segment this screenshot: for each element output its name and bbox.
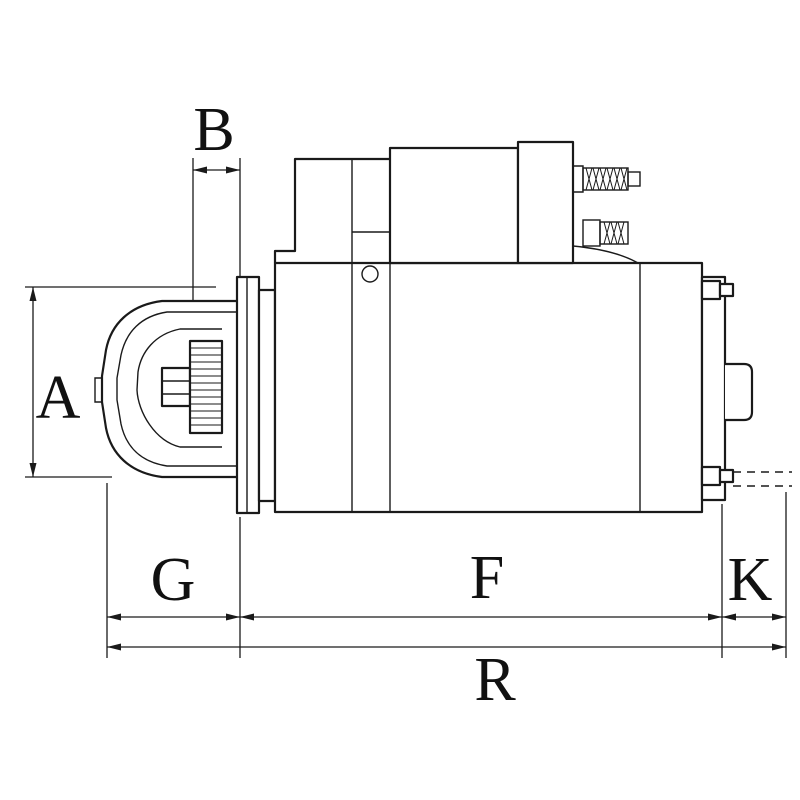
- dimension-label-b: B: [193, 96, 234, 164]
- mounting-flange-step: [257, 288, 277, 503]
- pinion-gear-teeth: [190, 347, 222, 426]
- through-bolt-lower-head: [718, 468, 735, 484]
- dimension-label-k: K: [728, 546, 773, 614]
- bracket-left-tab: [94, 377, 102, 403]
- motor-body: [273, 261, 704, 514]
- housing-joint-lines: [351, 159, 641, 512]
- dimension-label-f: F: [470, 544, 504, 612]
- solenoid-body: [388, 146, 520, 265]
- terminal-stud-upper-collar: [573, 165, 584, 193]
- upper-housing: [273, 157, 390, 263]
- through-bolt-upper: [700, 279, 722, 301]
- dimension-label-g: G: [151, 546, 196, 614]
- terminal-stud-upper-nut: [627, 171, 641, 187]
- terminal-stud-lower-threads: [603, 221, 625, 245]
- pinion-shaft-block: [160, 366, 192, 408]
- shaft-boss: [725, 362, 754, 422]
- through-bolt-upper-head: [718, 282, 735, 298]
- housing-hole: [361, 265, 379, 283]
- starter-motor-drawing: [94, 140, 792, 515]
- drive-end-bracket-outer: [100, 299, 237, 479]
- through-bolt-lower: [700, 465, 722, 487]
- hidden-reference-lines: [733, 471, 792, 487]
- dimension-label-r: R: [474, 646, 516, 714]
- drive-end-bracket-window: [136, 328, 222, 448]
- drive-end-bracket-inner: [116, 311, 237, 467]
- extension-lines: [25, 158, 787, 658]
- solenoid-bracket-curve: [572, 245, 639, 264]
- solenoid-cap: [516, 140, 575, 265]
- dimension-annotations: B A G F K R: [25, 96, 787, 714]
- pinion-shaft-lines: [162, 380, 190, 395]
- terminal-stud-lower-collar: [582, 219, 601, 247]
- dimension-lines: [32, 169, 786, 648]
- terminal-stud-lower: [599, 221, 629, 245]
- terminal-stud-upper-threads: [585, 167, 628, 191]
- mounting-flange: [235, 275, 261, 515]
- dimension-label-a: A: [36, 364, 81, 432]
